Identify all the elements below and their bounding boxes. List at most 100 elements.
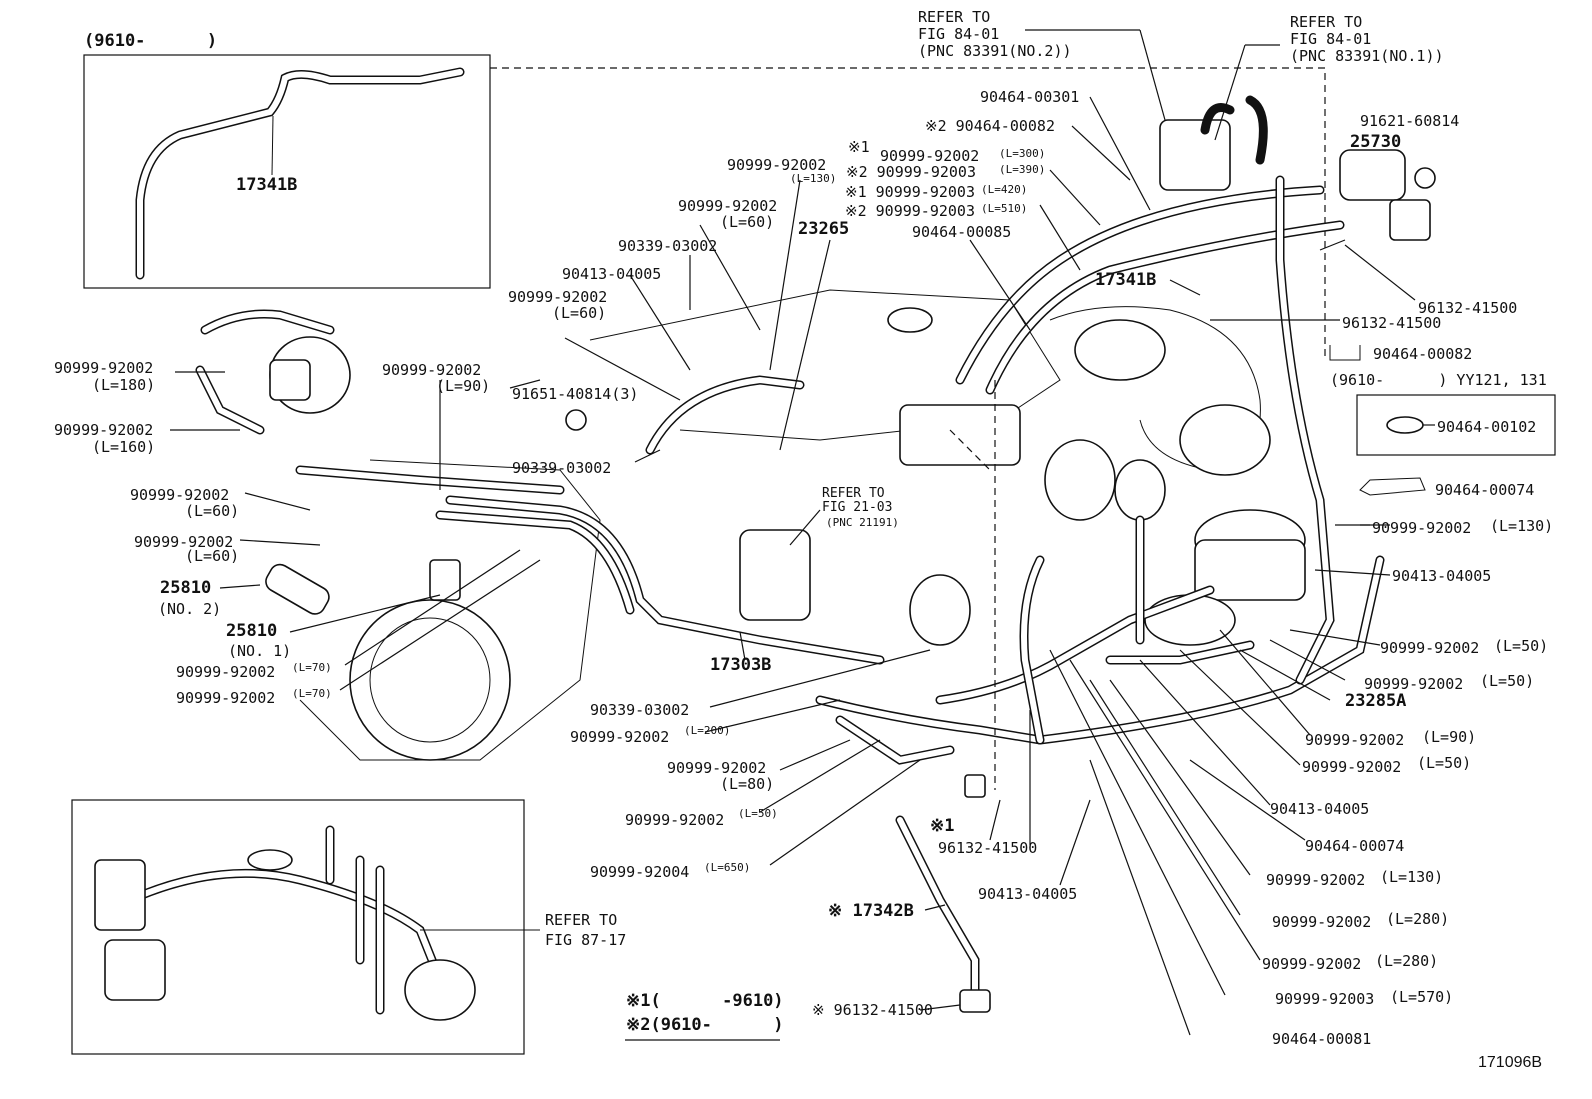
label-90999-92003-l510: ※2 90999-92003 xyxy=(845,202,975,220)
label-l300: (L=300) xyxy=(999,147,1046,160)
label-90464-00301: 90464-00301 xyxy=(980,88,1080,106)
label-note1-b: ※1 xyxy=(930,816,955,836)
label-90464-00074-a: 90464-00074 xyxy=(1435,481,1535,499)
label-90999-92002-l300: 90999-92002 xyxy=(880,147,980,165)
label-l280-a: (L=280) xyxy=(1386,910,1450,928)
label-l130-b: (L=130) xyxy=(1380,868,1444,886)
label-l130-r: (L=130) xyxy=(1490,517,1554,535)
label-91651-40814: 91651-40814(3) xyxy=(512,385,639,403)
label-90464-00102: 90464-00102 xyxy=(1437,418,1537,436)
label-l160: (L=160) xyxy=(92,438,156,456)
label-90464-00082-b: 90464-00082 xyxy=(1373,345,1473,363)
refer-no1-line1: REFER TO xyxy=(1290,13,1363,31)
label-l570: (L=570) xyxy=(1390,988,1454,1006)
label-l50-a: (L=50) xyxy=(1494,637,1549,655)
legend-note2: ※2(9610- ) xyxy=(626,1015,784,1035)
label-23265: 23265 xyxy=(798,219,850,239)
label-l420: (L=420) xyxy=(981,183,1028,196)
label-90999-92002-l180: 90999-92002 xyxy=(54,359,154,377)
label-25810-no2: 25810 xyxy=(160,578,212,598)
label-l180: (L=180) xyxy=(92,376,156,394)
label-90999-92003-l570: 90999-92003 xyxy=(1275,990,1375,1008)
label-l650: (L=650) xyxy=(704,861,751,874)
label-96132-41500-c: 96132-41500 xyxy=(938,839,1038,857)
label-90999-92003-l390: ※2 90999-92003 xyxy=(846,163,976,181)
label-25810-no1: 25810 xyxy=(226,621,278,641)
refer-21-line1: REFER TO xyxy=(822,486,885,501)
label-90999-92002-l70-b: 90999-92002 xyxy=(176,689,276,707)
hose-17341b-inset xyxy=(135,67,465,280)
label-90999-92003-l420: ※1 90999-92003 xyxy=(845,183,975,201)
label-90999-92002-l130-top: 90999-92002 xyxy=(727,156,827,174)
inset-part-17341b: 17341B xyxy=(236,175,298,195)
refer-no2-line3: (PNC 83391(NO.2)) xyxy=(918,42,1072,60)
inset-box-top-left xyxy=(83,54,491,289)
label-17342b: ※ 17342B xyxy=(828,901,914,921)
label-90999-92002-l90-l: 90999-92002 xyxy=(382,361,482,379)
label-17341b-main: 17341B xyxy=(1095,270,1157,290)
label-l90-l: (L=90) xyxy=(436,377,491,395)
label-90999-92002-l60-top: 90999-92002 xyxy=(678,197,778,215)
label-l70-a: (L=70) xyxy=(292,661,332,674)
label-23285a: 23285A xyxy=(1345,691,1407,711)
label-96132-41500-b: 96132-41500 xyxy=(1342,314,1442,332)
label-note1-a: ※1 xyxy=(848,138,870,156)
label-90413-04005-b: 90413-04005 xyxy=(1270,800,1370,818)
label-90999-92002-l80: 90999-92002 xyxy=(667,759,767,777)
label-l280-b: (L=280) xyxy=(1375,952,1439,970)
inset-period-label: (9610- ) xyxy=(84,31,218,51)
label-l510: (L=510) xyxy=(981,202,1028,215)
label-l50-b: (L=50) xyxy=(1480,672,1535,690)
label-96132-41500-d: ※ 96132-41500 xyxy=(812,1001,933,1019)
air-cleaner-housing xyxy=(349,599,511,761)
label-l130-top: (L=130) xyxy=(790,172,837,185)
label-90999-92002-l130-r: 90999-92002 xyxy=(1372,519,1472,537)
label-l70-b: (L=70) xyxy=(292,687,332,700)
label-l90-r: (L=90) xyxy=(1422,728,1477,746)
label-90999-92002-l50-b: 90999-92002 xyxy=(1364,675,1464,693)
label-90999-92002-l130-b: 90999-92002 xyxy=(1266,871,1366,889)
label-l200: (L=200) xyxy=(684,724,731,737)
label-90999-92002-l160: 90999-92002 xyxy=(54,421,154,439)
label-l60-c: (L=60) xyxy=(185,502,240,520)
refer-21-line2: FIG 21-03 xyxy=(822,500,893,515)
label-90999-92002-l70-a: 90999-92002 xyxy=(176,663,276,681)
label-90464-00081: 90464-00081 xyxy=(1272,1030,1372,1048)
label-90339-03002-top: 90339-03002 xyxy=(618,237,718,255)
label-90999-92004-l650: 90999-92004 xyxy=(590,863,690,881)
label-l50-c: (L=50) xyxy=(1417,754,1472,772)
label-90464-00085: 90464-00085 xyxy=(912,223,1012,241)
label-90999-92002-l50-d: 90999-92002 xyxy=(625,811,725,829)
label-90999-92002-l50-c: 90999-92002 xyxy=(1302,758,1402,776)
label-90999-92002-l280-b: 90999-92002 xyxy=(1262,955,1362,973)
inset-box-90464-00102 xyxy=(1356,394,1556,456)
refer-no2-line1: REFER TO xyxy=(918,8,991,26)
label-l60-b: (L=60) xyxy=(552,304,607,322)
label-90999-92002-l50-a: 90999-92002 xyxy=(1380,639,1480,657)
diagram-id: 171096B xyxy=(1478,1054,1543,1071)
label-90999-92002-l60-d: 90999-92002 xyxy=(134,533,234,551)
refer-no1-line2: FIG 84-01 xyxy=(1290,30,1372,48)
label-90464-00082-a: ※2 90464-00082 xyxy=(925,117,1055,135)
label-90999-92002-l60-c: 90999-92002 xyxy=(130,486,230,504)
label-90999-92002-l90-r: 90999-92002 xyxy=(1305,731,1405,749)
label-90339-03002-bot: 90339-03002 xyxy=(590,701,690,719)
refer-no2-line2: FIG 84-01 xyxy=(918,25,1000,43)
label-no2: (NO. 2) xyxy=(158,600,222,618)
label-90339-03002-mid: 90339-03002 xyxy=(512,459,612,477)
label-90464-00074-b: 90464-00074 xyxy=(1305,837,1405,855)
label-l50-d: (L=50) xyxy=(738,807,778,820)
label-l60-top: (L=60) xyxy=(720,213,775,231)
label-90999-92002-l200: 90999-92002 xyxy=(570,728,670,746)
label-l60-d: (L=60) xyxy=(185,547,240,565)
label-90999-92002-l280-a: 90999-92002 xyxy=(1272,913,1372,931)
label-25730: 25730 xyxy=(1350,132,1402,152)
label-90413-04005-r: 90413-04005 xyxy=(1392,567,1492,585)
label-90413-04005-c: 90413-04005 xyxy=(978,885,1078,903)
label-17303b: 17303B xyxy=(710,655,772,675)
label-91621-60814: 91621-60814 xyxy=(1360,112,1460,130)
inset-refer-fig: FIG 87-17 xyxy=(545,931,627,949)
label-l80: (L=80) xyxy=(720,775,775,793)
inset-refer-label: REFER TO xyxy=(545,911,618,929)
